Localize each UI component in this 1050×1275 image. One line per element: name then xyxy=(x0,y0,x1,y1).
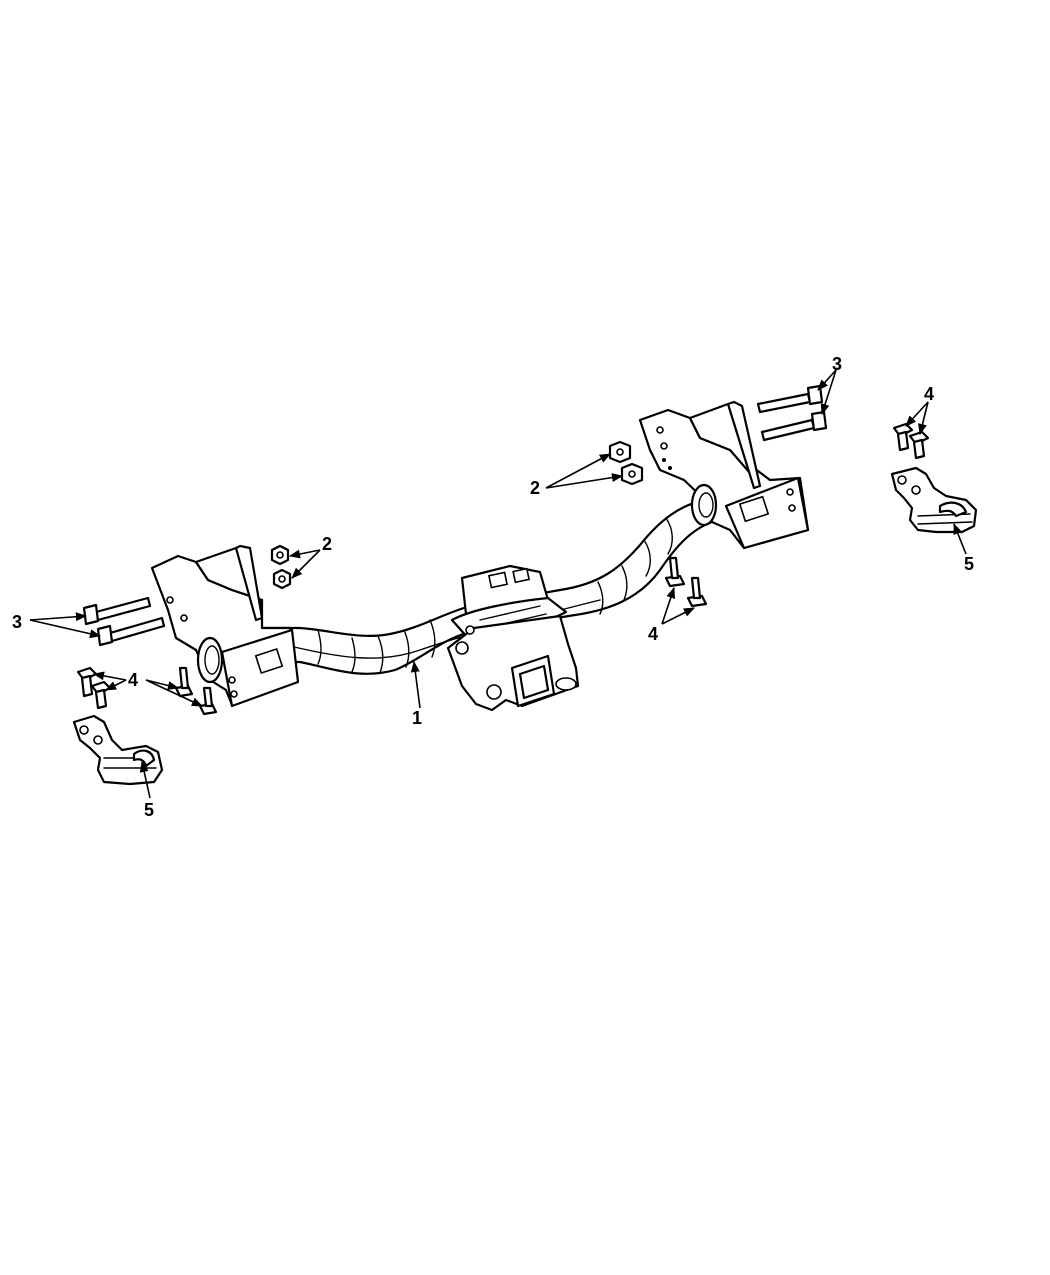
callout-1-hitch: 1 xyxy=(412,708,422,728)
right-long-bolts xyxy=(756,384,828,442)
right-flange-bolts xyxy=(892,422,930,460)
callout-3-right: 3 xyxy=(832,354,842,374)
callout-4-left: 4 xyxy=(128,670,138,690)
left-tow-hook xyxy=(72,714,164,786)
callout-5-right: 5 xyxy=(964,554,974,574)
callout-2-left: 2 xyxy=(322,534,332,554)
trailer-hitch-receiver xyxy=(150,400,810,712)
callout-2-right: 2 xyxy=(530,478,540,498)
center-flange-bolts xyxy=(664,556,708,608)
callout-5-left: 5 xyxy=(144,800,154,820)
right-tow-hook xyxy=(890,466,978,534)
left-hex-nuts xyxy=(270,544,292,590)
callout-4-right: 4 xyxy=(924,384,934,404)
callout-4-center: 4 xyxy=(648,624,658,644)
callout-3-left: 3 xyxy=(12,612,22,632)
left-long-bolts xyxy=(82,596,166,647)
leader-lines xyxy=(29,369,967,799)
left-flange-bolts xyxy=(76,666,218,716)
